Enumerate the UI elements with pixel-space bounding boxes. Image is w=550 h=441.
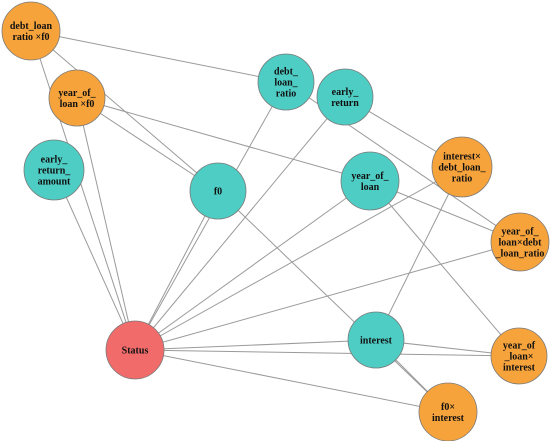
node-f0_x_interest: f0×interest xyxy=(418,382,478,441)
node-label-year_of_loan_x_debt_loan_ratio: year_of_loan×debt_loan_ratio xyxy=(495,227,545,260)
node-label-line: amount xyxy=(38,177,71,188)
edge-interest_x_debt_loan_ratio-to-status xyxy=(134,166,463,351)
node-label-line: early_ xyxy=(41,155,69,166)
node-label-line: loan ×f0 xyxy=(60,99,95,110)
edge-status-to-interest xyxy=(134,339,377,351)
node-interest_x_debt_loan_ratio: interest×debt_loan_ratio xyxy=(431,136,493,198)
node-circle-early_return xyxy=(316,68,374,126)
node-label-line: debt_ xyxy=(274,67,299,78)
node-label-f0_x_interest: f0×interest xyxy=(432,402,465,424)
edge-year_of_loan_x_f0-to-status xyxy=(76,97,136,351)
node-label-line: debt_loan_ xyxy=(438,163,486,174)
node-circle-year_of_loan_x_interest xyxy=(490,327,548,385)
edge-f0-to-status xyxy=(134,190,219,351)
node-early_return_amount: early_return_amount xyxy=(23,139,85,201)
node-label-line: year_of_ xyxy=(501,227,539,238)
node-label-line: f0× xyxy=(441,402,455,413)
node-circle-year_of_loan_x_f0 xyxy=(48,69,106,127)
node-debt_loan_ratio: debt_loan_ratio xyxy=(257,53,315,111)
node-circle-f0 xyxy=(189,162,247,220)
node-circle-debt_loan_ratio xyxy=(257,53,315,111)
edge-status-to-year_of_loan_x_interest xyxy=(134,349,520,357)
node-label-line: loan xyxy=(361,182,380,193)
node-label-f0: f0 xyxy=(214,187,222,198)
edge-status-to-f0_x_interest xyxy=(134,349,449,413)
edge-interest_x_debt_loan_ratio-to-interest xyxy=(375,166,463,341)
node-circle-year_of_loan_x_debt_loan_ratio xyxy=(490,212,550,272)
node-circle-status xyxy=(105,320,165,380)
node-label-line: return xyxy=(331,98,359,109)
edge-early_return-to-status xyxy=(134,96,346,351)
edge-year_of_loan_x_debt_loan_ratio-to-status xyxy=(134,241,521,351)
node-label-interest_x_debt_loan_ratio: interest×debt_loan_ratio xyxy=(438,152,486,185)
node-circle-interest_x_debt_loan_ratio xyxy=(431,136,493,198)
node-label-line: ratio xyxy=(452,174,473,185)
node-label-line: year_of_ xyxy=(351,171,389,182)
node-label-year_of_loan_x_interest: year_of_loan×interest xyxy=(503,341,536,374)
node-interest: interest xyxy=(347,311,405,369)
node-label-line: return_ xyxy=(38,166,72,177)
edge-year_of_loan_x_f0-to-year_of_loan xyxy=(76,97,371,182)
node-label-line: interest xyxy=(432,413,465,424)
edge-year_of_loan-to-year_of_loan_x_interest xyxy=(369,180,520,357)
node-circle-early_return_amount xyxy=(23,139,85,201)
node-label-year_of_loan_x_f0: year_of_loan ×f0 xyxy=(58,88,96,110)
node-label-line: early_ xyxy=(332,87,360,98)
node-label-line: debt_loan xyxy=(10,21,53,32)
edge-early_return_amount-to-status xyxy=(53,169,136,351)
edge-debt_loan_ratio_x_f0-to-debt_loan_ratio xyxy=(30,30,287,83)
node-label-status: Status xyxy=(122,346,149,357)
node-label-line: interest xyxy=(503,363,536,374)
node-year_of_loan: year_of_loan xyxy=(340,151,400,211)
node-circle-f0_x_interest xyxy=(418,382,478,441)
node-label-line: f0 xyxy=(214,187,222,198)
edge-debt_loan_ratio_x_f0-to-status xyxy=(30,30,136,351)
node-circle-debt_loan_ratio_x_f0 xyxy=(1,1,61,61)
node-label-line: year_of_ xyxy=(58,88,96,99)
node-label-line: _loan_ratio xyxy=(495,249,545,260)
node-status: Status xyxy=(105,320,165,380)
node-year_of_loan_x_f0: year_of_loan ×f0 xyxy=(48,69,106,127)
node-early_return: early_return xyxy=(316,68,374,126)
node-label-line: loan×debt xyxy=(499,238,543,249)
node-year_of_loan_x_debt_loan_ratio: year_of_loan×debt_loan_ratio xyxy=(490,212,550,272)
node-label-early_return: early_return xyxy=(331,87,359,109)
node-label-interest: interest xyxy=(360,336,393,347)
edge-year_of_loan-to-status xyxy=(134,180,371,351)
node-label-line: interest× xyxy=(443,152,481,163)
node-label-line: year_of xyxy=(503,341,536,352)
node-year_of_loan_x_interest: year_of_loan×interest xyxy=(490,327,548,385)
edge-f0-to-f0_x_interest xyxy=(217,190,449,413)
node-circle-year_of_loan xyxy=(340,151,400,211)
node-label-early_return_amount: early_return_amount xyxy=(38,155,72,188)
node-label-line: ratio xyxy=(276,89,297,100)
node-label-line: loan_ xyxy=(274,78,298,89)
node-label-year_of_loan: year_of_loan xyxy=(351,171,389,193)
node-label-line: _loan× xyxy=(503,352,533,363)
node-circle-interest xyxy=(347,311,405,369)
node-label-debt_loan_ratio: debt_loan_ratio xyxy=(274,67,299,100)
node-label-line: ratio ×f0 xyxy=(12,32,49,43)
node-f0: f0 xyxy=(189,162,247,220)
node-label-line: interest xyxy=(360,336,393,347)
node-label-line: Status xyxy=(122,346,149,357)
